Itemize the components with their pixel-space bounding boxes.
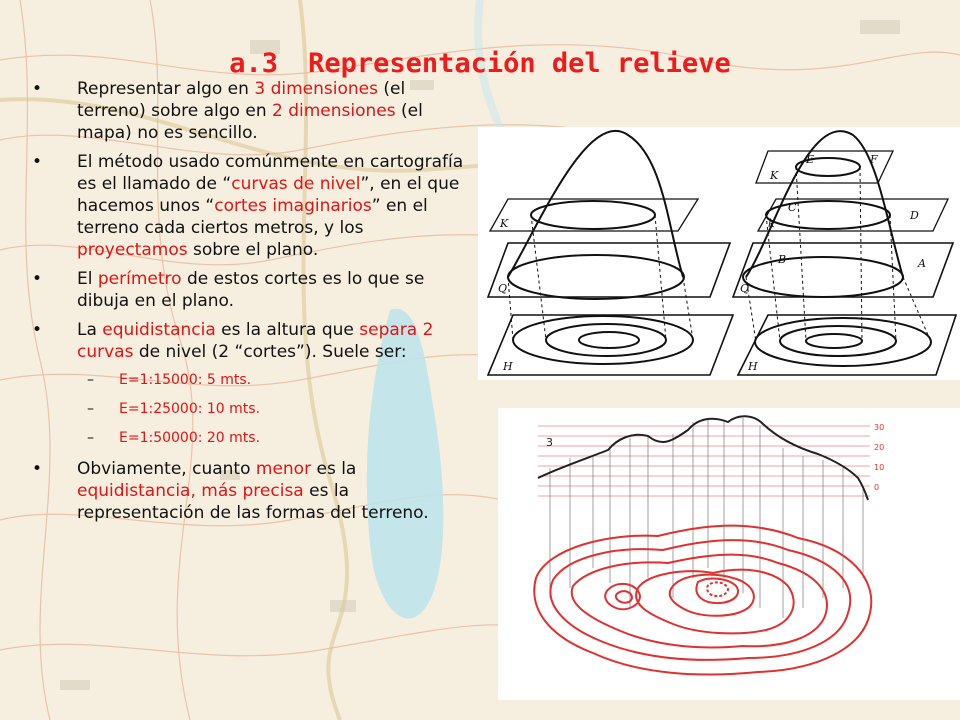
equidistance-list: E=1:15000: 5 mts. E=1:25000: 10 mts. E=1… (77, 371, 477, 447)
cone-sections-figure: K Q H K E F k C D Q B A H (478, 127, 960, 380)
plane-label: H (502, 360, 513, 373)
plane-label: H (747, 360, 758, 373)
plane-label: Q (740, 282, 749, 295)
bullet-item: La equidistancia es la altura que separa… (32, 319, 477, 447)
bullet-item: El perímetro de estos cortes es lo que s… (32, 268, 477, 312)
slide-title: a.3 Representación del relieve (0, 48, 960, 79)
scale-label: 30 (874, 423, 884, 432)
plane-label: Q (498, 282, 507, 295)
scale-item: E=1:15000: 5 mts. (77, 371, 477, 389)
title-text: Representación del relieve (308, 48, 731, 80)
cone-sections-drawing: K Q H K E F k C D Q B A H (486, 130, 958, 376)
plane-label: K (499, 217, 509, 230)
point-label: C (788, 201, 797, 214)
scale-item: E=1:50000: 20 mts. (77, 429, 477, 447)
point-label: A (917, 257, 926, 270)
profile-label: 3 (546, 436, 553, 449)
point-label: E (805, 153, 814, 166)
section-number: a.3 (229, 48, 279, 80)
plane-label: K (769, 169, 779, 182)
contour-profile-figure: 3 30 20 10 0 (498, 408, 960, 700)
point-label: F (869, 153, 878, 166)
point-label: B (777, 253, 786, 266)
bullet-list: Representar algo en 3 dimensiones (el te… (32, 78, 477, 531)
contour-profile-drawing: 3 30 20 10 0 (533, 415, 884, 676)
scale-label: 20 (874, 443, 884, 452)
scale-label: 10 (874, 463, 884, 472)
scale-label: 0 (874, 483, 879, 492)
bullet-item: Obviamente, cuanto menor es la equidista… (32, 458, 477, 524)
point-label: D (909, 209, 919, 222)
scale-item: E=1:25000: 10 mts. (77, 400, 477, 418)
bullet-item: El método usado comúnmente en cartografí… (32, 151, 477, 261)
bullet-item: Representar algo en 3 dimensiones (el te… (32, 78, 477, 144)
plane-label: k (768, 217, 775, 230)
